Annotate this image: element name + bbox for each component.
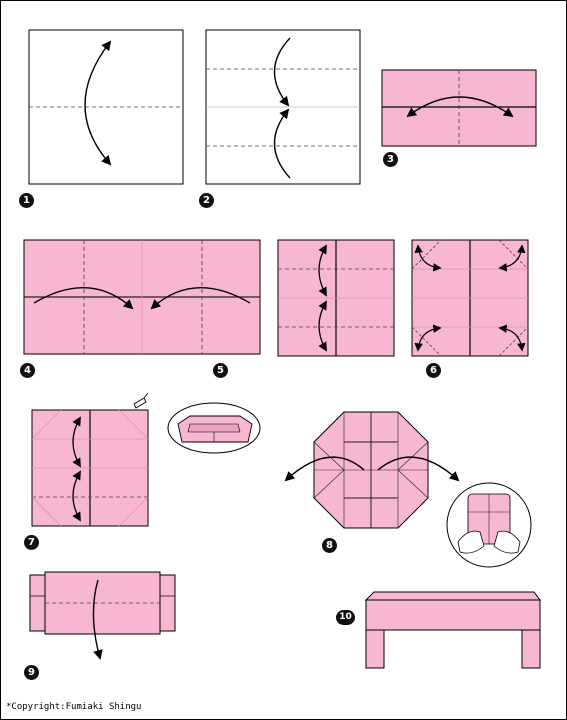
fold-arrow-top [273,37,291,107]
finished-table [364,591,541,669]
step-number-8: 8 [322,538,337,553]
step-4-diagram [23,239,261,355]
fold-arrow-br [498,324,526,352]
hand-right-icon [493,530,521,554]
step-number-3: 3 [383,152,398,167]
step-8-diagram [284,411,460,529]
fold-arrow [84,40,112,166]
crease-line [118,409,149,440]
step-number-2: 2 [199,193,214,208]
step-number-4: 4 [20,363,35,378]
open-pointer-icon [133,392,149,409]
hands-pulling-inset [446,482,532,568]
step-7-diagram [31,392,149,527]
tray-inner [187,423,241,433]
step-number-9: 9 [24,665,39,680]
fold-arrow-bottom [318,300,327,352]
step-number-10: 10 [336,610,355,625]
hand-left-icon [457,530,485,554]
step-3-diagram [381,69,537,147]
step-5-diagram [277,239,395,357]
table-apron [365,599,541,631]
step-2-diagram [205,29,361,185]
fold-arrow-bottom [72,470,81,522]
table-top [364,591,541,601]
fold-arrow [406,96,514,118]
paper-flap-left [29,574,46,632]
fold-arrow [92,579,103,660]
table-leg-right [521,629,541,669]
fold-arrow-right [150,286,251,310]
pull-arrow-left [284,456,365,482]
fold-arrow-bl [414,324,442,352]
fold-arrow-top [318,244,327,297]
fold-arrow-bottom [273,108,291,179]
copyright-notice: *Copyright:Fumiaki Shingu [6,702,142,712]
fold-arrow-tl [414,244,442,272]
table-leg-left [365,629,385,669]
fold-arrow-top [72,416,81,468]
step-number-1: 1 [19,193,34,208]
pull-arrow-right [377,456,460,482]
crease-line [31,496,62,527]
step-number-7: 7 [24,535,39,550]
crease-line [31,409,62,440]
step-number-6: 6 [426,363,441,378]
paper-flap-right [159,574,176,632]
fold-arrow-tr [498,244,526,272]
step-9-diagram [29,571,176,660]
tray-preview-inset [167,402,261,454]
step-number-5: 5 [213,363,228,378]
step-6-diagram [411,239,529,357]
fold-arrow-left [33,286,134,310]
crease-line [118,496,149,527]
step-1-diagram [28,29,184,185]
